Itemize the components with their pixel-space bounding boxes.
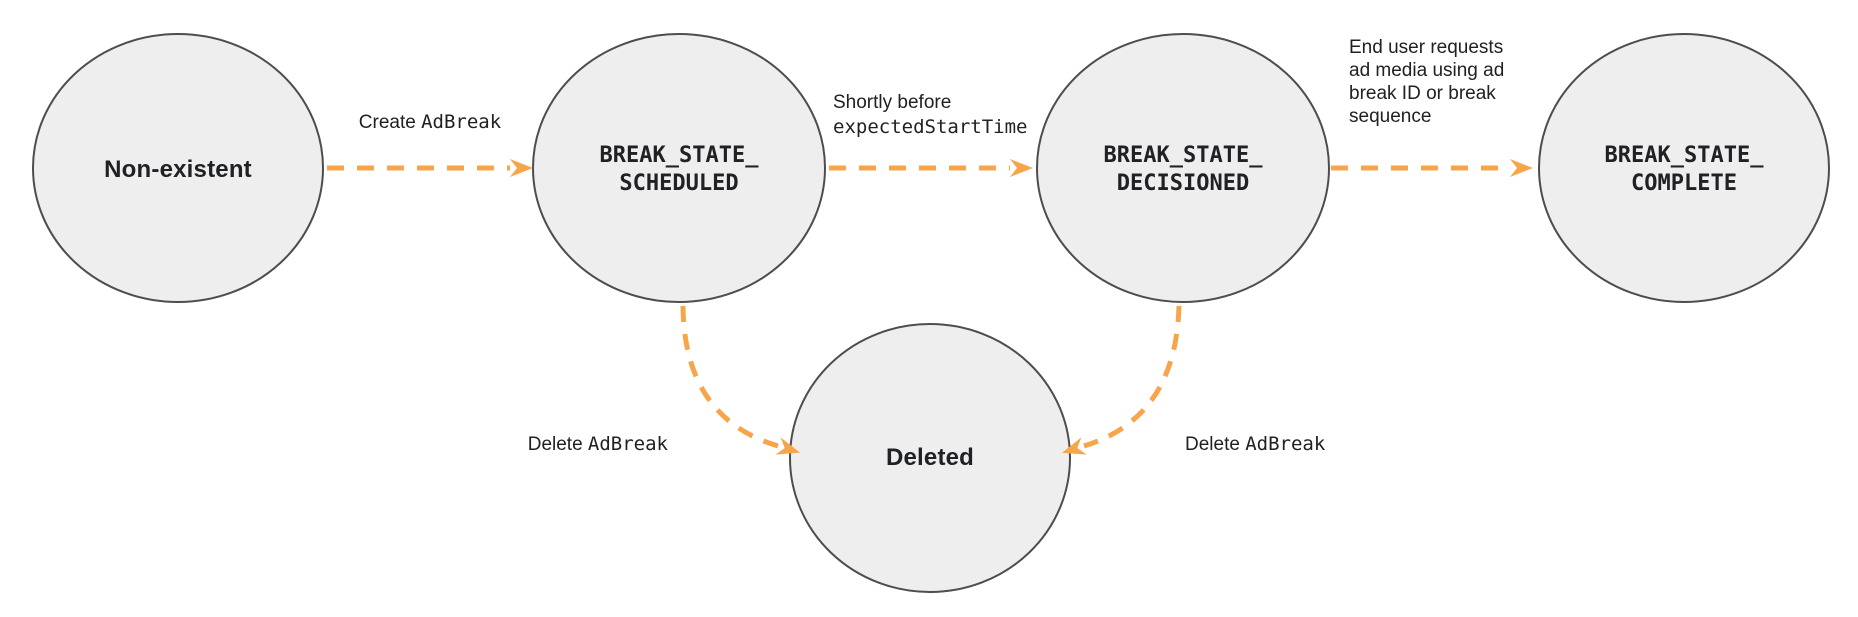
edge-label-create-adbreak: Create AdBreak <box>330 110 530 135</box>
arrow-delete-adbreak-right <box>1062 305 1182 455</box>
state-label-line2: DECISIONED <box>1116 171 1250 196</box>
edge-label-delete-adbreak-right: Delete AdBreak <box>1185 432 1325 457</box>
edge-label-text: break ID or break <box>1349 83 1496 104</box>
edge-label-code: expectedStartTime <box>833 116 1028 138</box>
state-node-deleted <box>789 323 1071 593</box>
edge-label-text: Delete <box>527 434 588 455</box>
state-node-break-state-scheduled <box>532 33 826 303</box>
state-label-deleted: Deleted <box>885 444 975 471</box>
edge-label-code: AdBreak <box>421 111 502 133</box>
state-label-non-existent: Non-existent <box>104 156 252 183</box>
state-node-break-state-decisioned <box>1036 33 1330 303</box>
edge-label-text: End user requests <box>1349 37 1504 58</box>
edge-label-end-user-requests: End user requests ad media using ad brea… <box>1349 36 1504 128</box>
edge-label-code: AdBreak <box>587 433 668 455</box>
state-label-line1: BREAK_STATE_ <box>1103 143 1263 168</box>
state-label-break-state-complete: BREAK_STATE_ COMPLETE <box>1605 142 1764 198</box>
state-label-line1: BREAK_STATE_ <box>1604 143 1764 168</box>
state-label-line2: COMPLETE <box>1631 171 1737 196</box>
state-label-line1: BREAK_STATE_ <box>599 143 759 168</box>
state-node-non-existent <box>32 33 324 303</box>
edge-label-text: sequence <box>1349 106 1432 127</box>
edge-label-text: ad media using ad <box>1349 60 1505 81</box>
state-node-break-state-complete <box>1538 33 1830 303</box>
state-label-break-state-decisioned: BREAK_STATE_ DECISIONED <box>1104 142 1263 198</box>
state-label-break-state-scheduled: BREAK_STATE_ SCHEDULED <box>600 142 759 198</box>
arrow-delete-adbreak-left <box>680 305 801 455</box>
edge-label-delete-adbreak-left: Delete AdBreak <box>468 432 668 457</box>
edge-label-code: AdBreak <box>1245 433 1326 455</box>
edge-label-shortly-before: Shortly before expectedStartTime <box>833 90 1027 140</box>
edge-label-text: Delete <box>1185 434 1246 455</box>
edge-label-text: Shortly before <box>833 92 952 113</box>
state-label-line2: SCHEDULED <box>619 171 739 196</box>
edge-label-text: Create <box>358 112 422 133</box>
